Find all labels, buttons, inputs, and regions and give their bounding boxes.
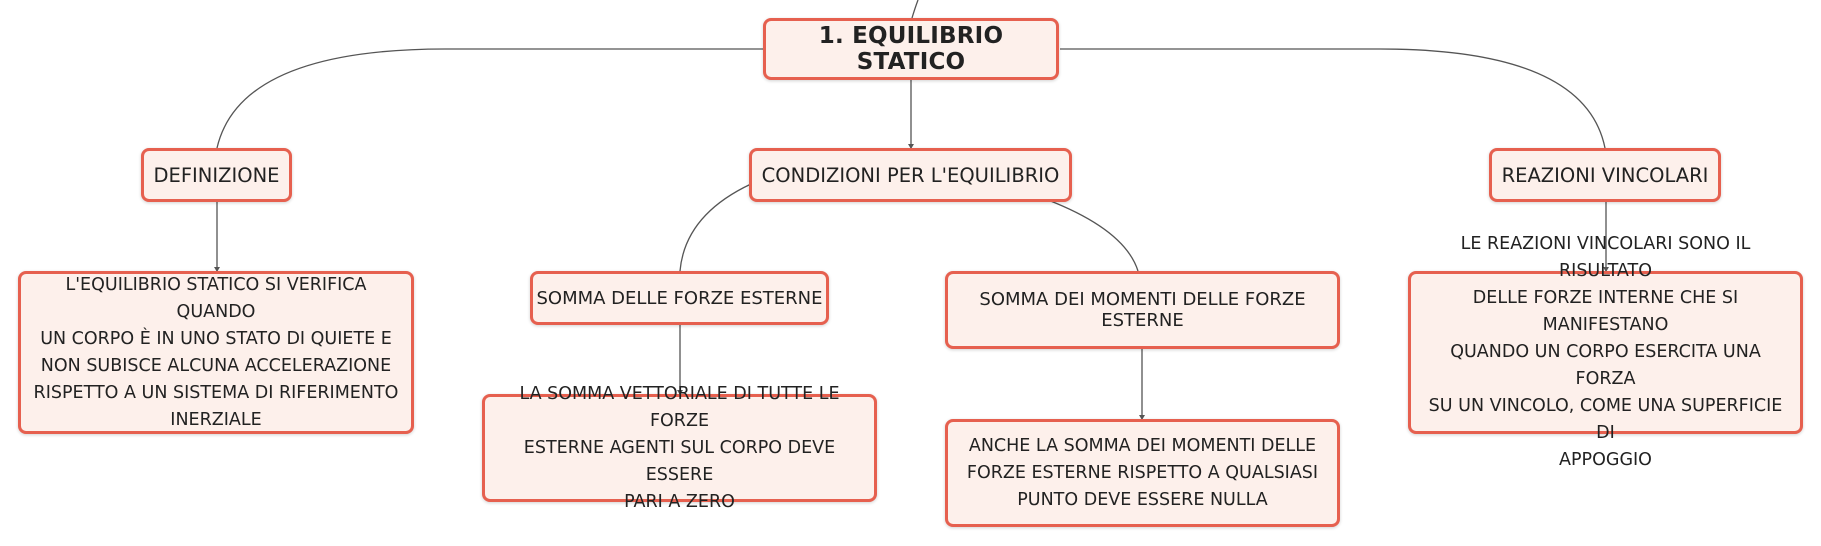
forze-detail-line: ESTERNE AGENTI SUL CORPO DEVE ESSERE <box>523 437 836 485</box>
node-momenti[interactable]: SOMMA DEI MOMENTI DELLE FORZE ESTERNE <box>945 271 1340 349</box>
node-condizioni[interactable]: CONDIZIONI PER L'EQUILIBRIO <box>749 148 1072 202</box>
forze-detail-line: LA SOMMA VETTORIALE DI TUTTE LE FORZE <box>519 383 840 431</box>
node-reazioni-label: REAZIONI VINCOLARI <box>1501 163 1709 187</box>
node-momenti-detail[interactable]: ANCHE LA SOMMA DEI MOMENTI DELLE FORZE E… <box>945 419 1340 527</box>
connector-condizioni-to-momenti <box>1047 199 1139 272</box>
reazioni-detail-line: LE REAZIONI VINCOLARI SONO IL RISULTATO <box>1460 234 1751 281</box>
reazioni-detail-line: QUANDO UN CORPO ESERCITA UNA FORZA <box>1450 342 1761 389</box>
definizione-detail-line: NON SUBISCE ALCUNA ACCELERAZIONE <box>40 355 392 376</box>
node-momenti-label: SOMMA DEI MOMENTI DELLE FORZE ESTERNE <box>979 289 1306 331</box>
node-definizione-detail[interactable]: L'EQUILIBRIO STATICO SI VERIFICA QUANDO … <box>18 271 414 434</box>
node-forze-esterne[interactable]: SOMMA DELLE FORZE ESTERNE <box>530 271 829 325</box>
reazioni-detail-line: APPOGGIO <box>1559 450 1652 470</box>
definizione-detail-line: UN CORPO È IN UNO STATO DI QUIETE E <box>40 328 392 349</box>
node-condizioni-label: CONDIZIONI PER L'EQUILIBRIO <box>761 163 1060 187</box>
root-node[interactable]: 1. EQUILIBRIO STATICO <box>763 18 1059 80</box>
momenti-detail-line: PUNTO DEVE ESSERE NULLA <box>1017 489 1268 510</box>
connector-root-to-reazioni <box>1060 48 1606 149</box>
definizione-detail-line: RISPETTO A UN SISTEMA DI RIFERIMENTO <box>33 382 399 403</box>
reazioni-detail-line: DELLE FORZE INTERNE CHE SI MANIFESTANO <box>1472 288 1739 335</box>
connector-condizioni-to-forze <box>679 183 752 272</box>
node-forze-detail[interactable]: LA SOMMA VETTORIALE DI TUTTE LE FORZE ES… <box>482 384 877 512</box>
arrowhead-reazioni-detail <box>1603 267 1609 272</box>
node-definizione[interactable]: DEFINIZIONE <box>141 148 292 202</box>
node-definizione-label: DEFINIZIONE <box>153 163 280 187</box>
node-forze-esterne-label: SOMMA DELLE FORZE ESTERNE <box>536 287 823 309</box>
connector-parent-to-root <box>911 0 919 19</box>
definizione-detail-line: INERZIALE <box>170 409 262 430</box>
forze-detail-line: PARI A ZERO <box>624 491 735 512</box>
arrowhead-momenti-detail <box>1139 415 1145 420</box>
reazioni-detail-line: SU UN VINCOLO, COME UNA SUPERFICIE DI <box>1428 396 1783 443</box>
node-reazioni[interactable]: REAZIONI VINCOLARI <box>1489 148 1721 202</box>
arrowhead-definizione-detail <box>214 267 220 272</box>
momenti-detail-line: ANCHE LA SOMMA DEI MOMENTI DELLE <box>968 435 1317 456</box>
root-label: 1. EQUILIBRIO STATICO <box>818 23 1004 75</box>
node-reazioni-detail[interactable]: LE REAZIONI VINCOLARI SONO IL RISULTATO … <box>1408 234 1803 470</box>
arrowhead-forze-detail <box>677 390 683 395</box>
momenti-detail-line: FORZE ESTERNE RISPETTO A QUALSIASI <box>966 462 1319 483</box>
connector-root-to-definizione <box>216 48 765 149</box>
arrowhead-condizioni <box>908 144 914 149</box>
definizione-detail-line: L'EQUILIBRIO STATICO SI VERIFICA QUANDO <box>65 274 367 322</box>
